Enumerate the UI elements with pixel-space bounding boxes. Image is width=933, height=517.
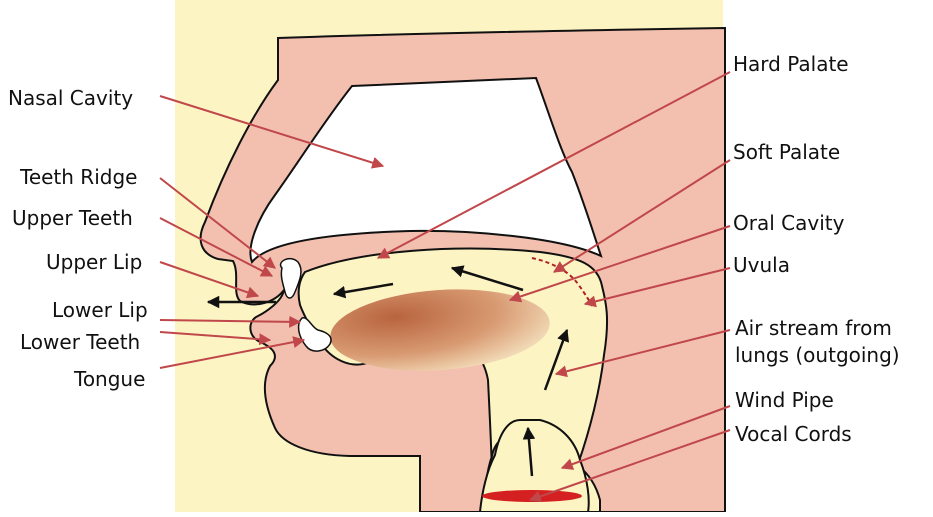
label-vocal-cords: Vocal Cords — [735, 422, 852, 446]
label-wind-pipe: Wind Pipe — [735, 388, 834, 412]
label-tongue: Tongue — [74, 367, 145, 391]
label-lower-lip: Lower Lip — [52, 298, 148, 322]
label-air-stream-line1: Air stream from — [735, 316, 892, 340]
label-oral-cavity: Oral Cavity — [733, 211, 844, 235]
label-air-stream-line2: lungs (outgoing) — [735, 343, 900, 367]
label-soft-palate: Soft Palate — [733, 140, 840, 164]
label-hard-palate: Hard Palate — [733, 52, 849, 76]
label-teeth-ridge: Teeth Ridge — [20, 165, 137, 189]
label-nasal-cavity: Nasal Cavity — [8, 86, 133, 110]
label-upper-lip: Upper Lip — [46, 250, 142, 274]
label-lower-teeth: Lower Teeth — [20, 330, 140, 354]
label-uvula: Uvula — [733, 253, 790, 277]
label-upper-teeth: Upper Teeth — [12, 206, 133, 230]
